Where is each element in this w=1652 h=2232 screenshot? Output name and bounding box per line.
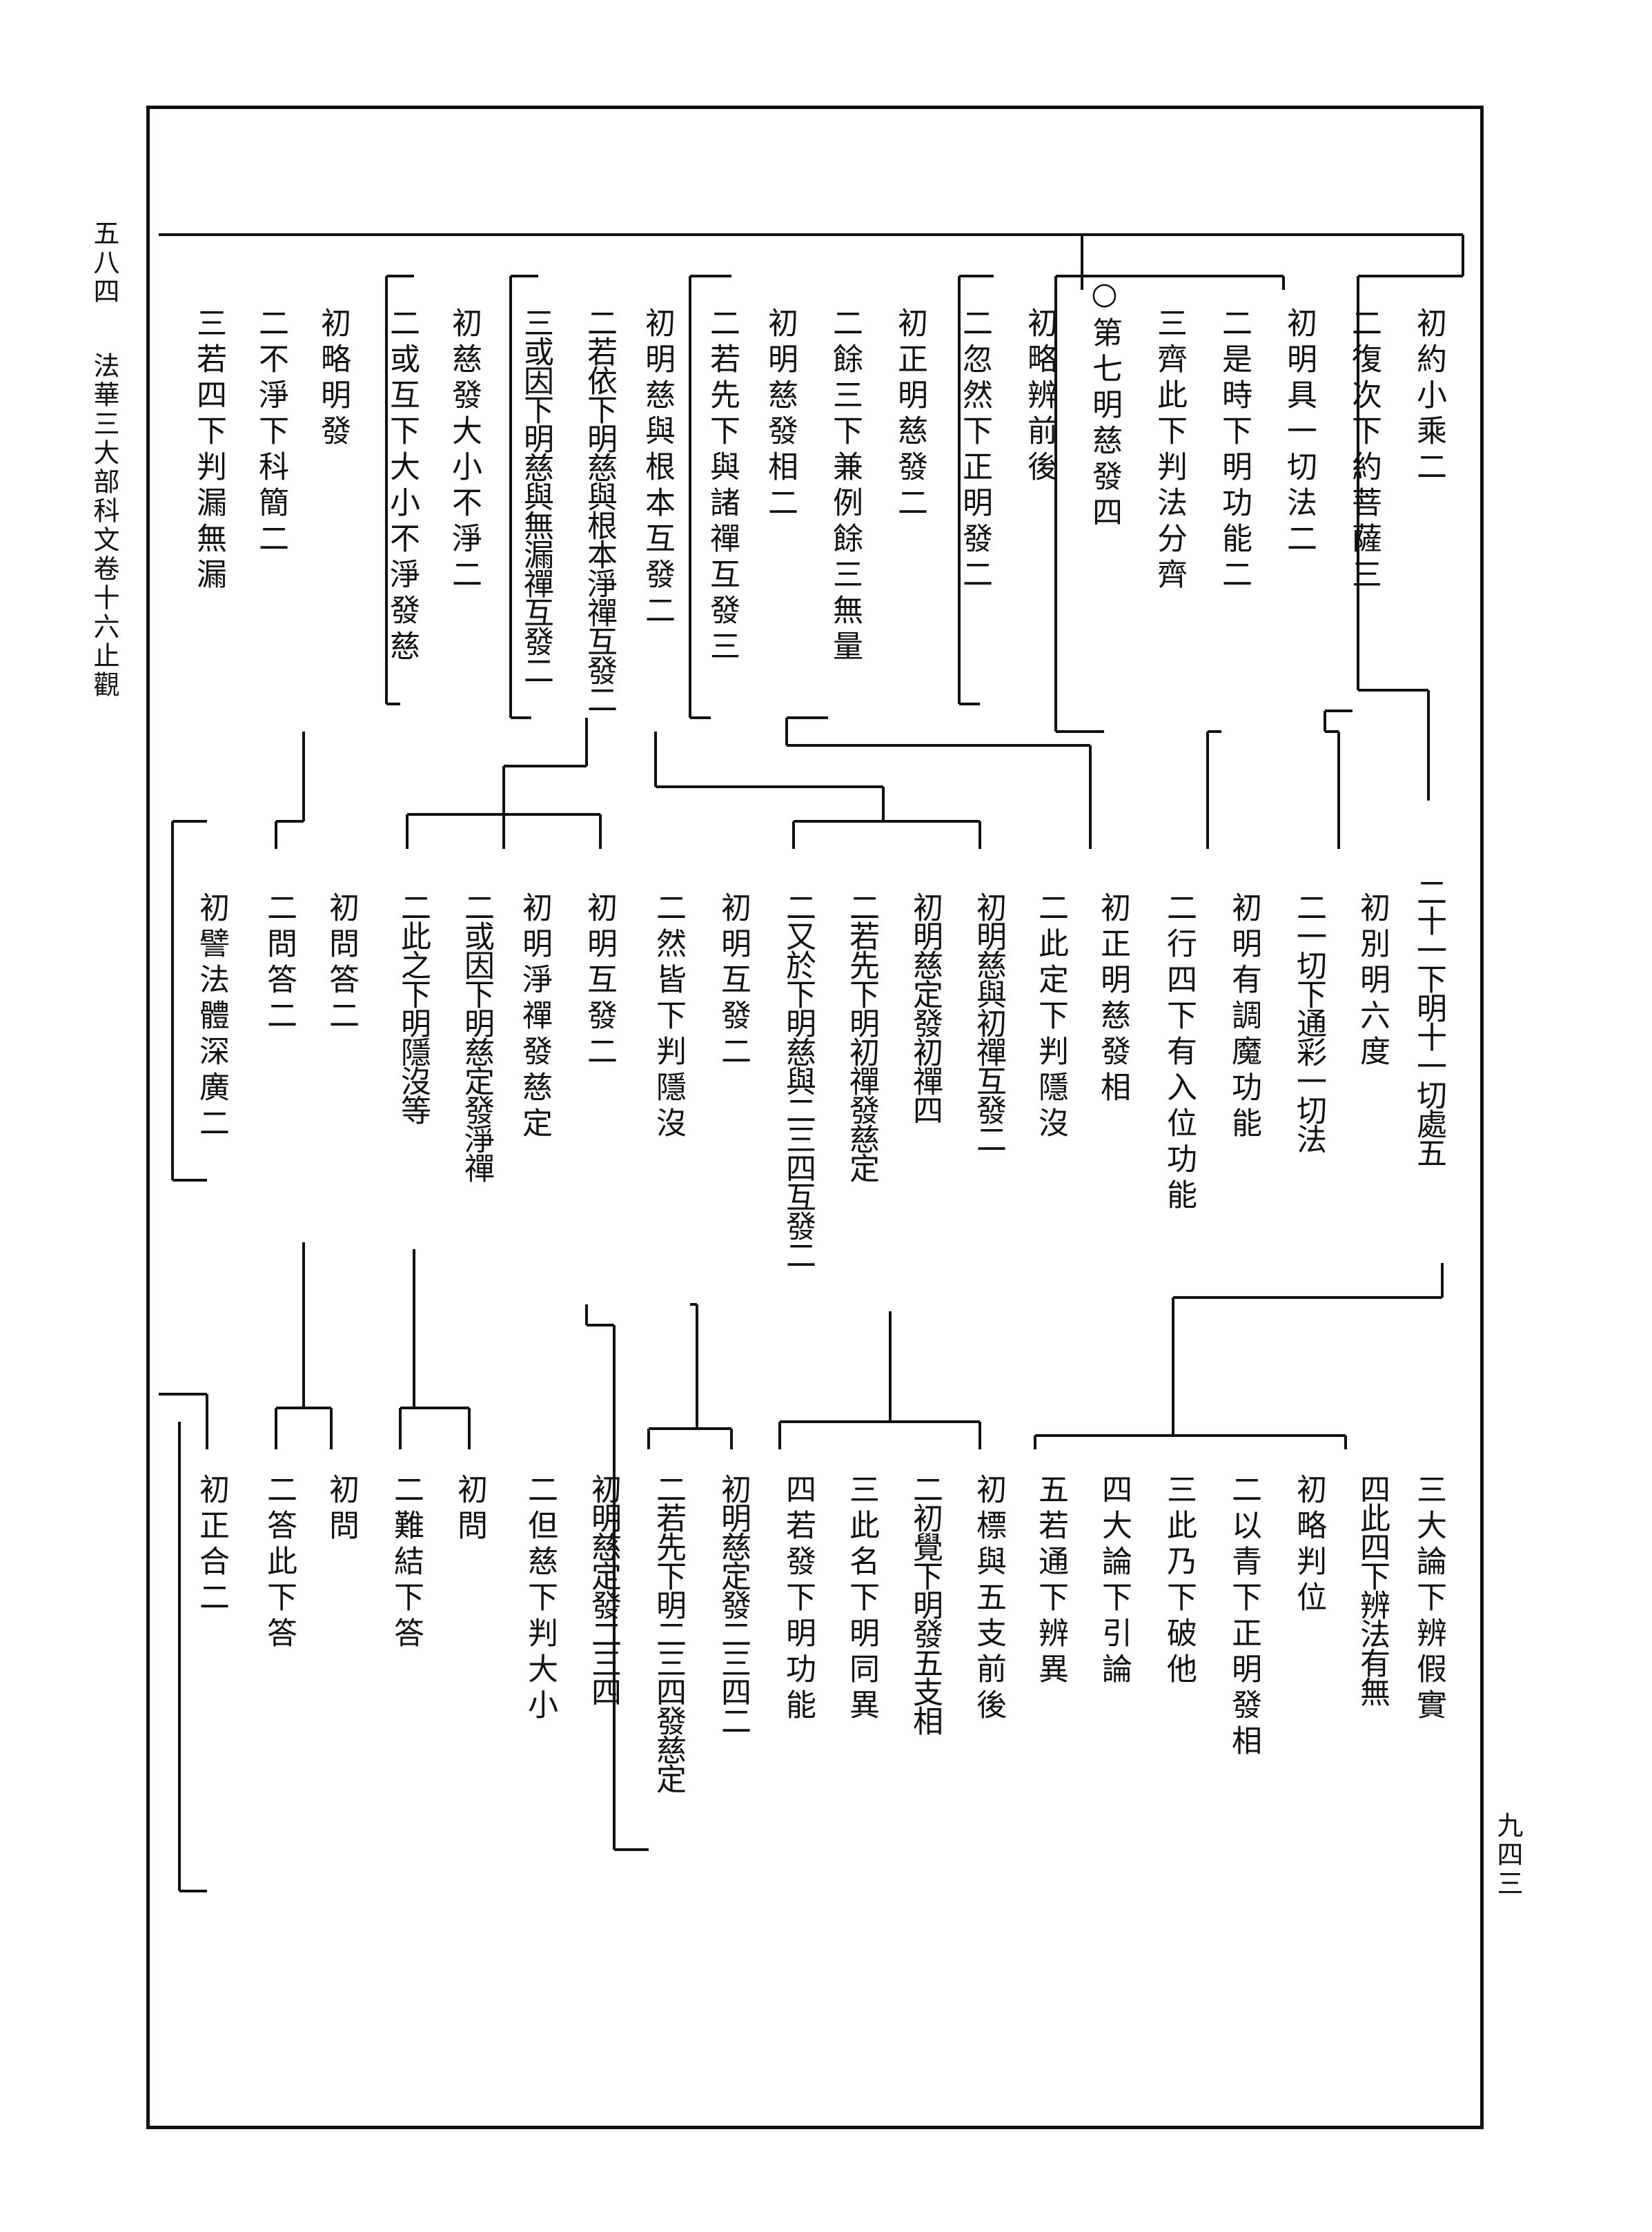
entry: 初明慈定發初禪四	[907, 892, 943, 1124]
entry: 二餘三下兼例餘三無量	[827, 307, 863, 666]
entry: 五若通下辨異	[1033, 1474, 1068, 1689]
entry: 初慈發大小不淨二	[446, 307, 482, 594]
entry: 二若先下明初禪發慈定	[844, 892, 879, 1182]
entry: 初標與五支前後	[971, 1474, 1006, 1725]
entry: 初略明發	[315, 307, 351, 451]
entry: 三此名下明同異	[844, 1474, 879, 1725]
entry: 二然皆下判隱沒	[651, 892, 686, 1143]
entry: 二忽然下正明發二	[957, 307, 992, 594]
entry: 初正合二	[194, 1474, 229, 1617]
page-border	[146, 106, 1484, 2129]
entry: 二或因下明慈定發淨禪	[459, 892, 494, 1182]
entry: 初明慈發相二	[763, 307, 798, 522]
entry: 初明慈與初禪互發二	[971, 892, 1006, 1153]
entry: 二但慈下判大小	[522, 1474, 558, 1725]
entry: ○第七明慈發四	[1087, 276, 1122, 532]
entry: 初明慈與根本互發二	[640, 307, 675, 630]
entry: 初明互發二	[582, 892, 617, 1071]
entry: 四此四下辨法有無	[1355, 1474, 1390, 1705]
entry: 初明有調魔功能	[1226, 892, 1261, 1143]
entry: 三大論下辨假實	[1411, 1474, 1446, 1725]
entry: 三齊此下判法分齊	[1152, 307, 1187, 594]
running-title: 法華三大部科文卷十六止觀	[89, 352, 119, 700]
entry: 二是時下明功能二	[1217, 307, 1252, 594]
entry: 二行四下有入位功能	[1161, 892, 1197, 1215]
entry: 二若依下明慈與根本淨禪互發二	[582, 307, 617, 713]
entry: 二此之下明隱沒等	[395, 892, 431, 1124]
page-number-right: 九四三	[1493, 1812, 1523, 1899]
entry: 二若先下與諸禪互發三	[705, 307, 740, 666]
entry: 初略判位	[1291, 1474, 1326, 1617]
entry: 三或因下明慈與無漏禪互發二	[518, 307, 553, 684]
entry: 二初覺下明發五支相	[907, 1474, 943, 1734]
entry: 二復次下約菩薩三	[1346, 307, 1381, 594]
entry: 初別明六度	[1355, 892, 1390, 1071]
entry: 四大論下引論	[1097, 1474, 1132, 1689]
entry: 三此乃下破他	[1161, 1474, 1197, 1689]
entry: 三若四下判漏無漏	[191, 307, 226, 594]
entry: 二以青下正明發相	[1226, 1474, 1261, 1761]
entry: 二或互下大小不淨發慈	[384, 307, 420, 666]
entry: 二又於下明慈與二三四互發二	[780, 892, 816, 1269]
entry: 二此定下判隱沒	[1033, 892, 1068, 1143]
page-number-left: 五八四	[89, 219, 119, 306]
entry: 初譬法體深廣二	[194, 892, 229, 1143]
entry: 初明互發二	[716, 892, 751, 1071]
entry: 初明具一切法二	[1281, 307, 1317, 558]
entry: 初問	[324, 1474, 359, 1545]
entry: 初明慈定發二三四	[586, 1474, 621, 1705]
entry: 初明淨禪發慈定	[517, 892, 552, 1143]
entry: 四若發下明功能	[780, 1474, 816, 1725]
entry: 初正明慈發相	[1095, 892, 1130, 1107]
entry: 初明慈定發二三四二	[716, 1474, 751, 1734]
entry: 初問答二	[324, 892, 359, 1035]
entry: 初約小乘二	[1411, 307, 1446, 487]
entry: 二難結下答	[389, 1474, 424, 1653]
entry: 二不淨下科簡二	[253, 307, 288, 558]
entry: 二問答二	[262, 892, 297, 1035]
entry: 二一切下通彩一切法	[1291, 892, 1326, 1153]
entry: 初正明慈發二	[892, 307, 927, 522]
entry: 初問	[452, 1474, 487, 1545]
entry: 初略辨前後	[1022, 307, 1057, 487]
entry: 二答此下答	[262, 1474, 297, 1653]
entry: 二若先下明二三四發慈定	[651, 1474, 686, 1792]
entry: 二十一下明十一切處五	[1411, 877, 1446, 1166]
